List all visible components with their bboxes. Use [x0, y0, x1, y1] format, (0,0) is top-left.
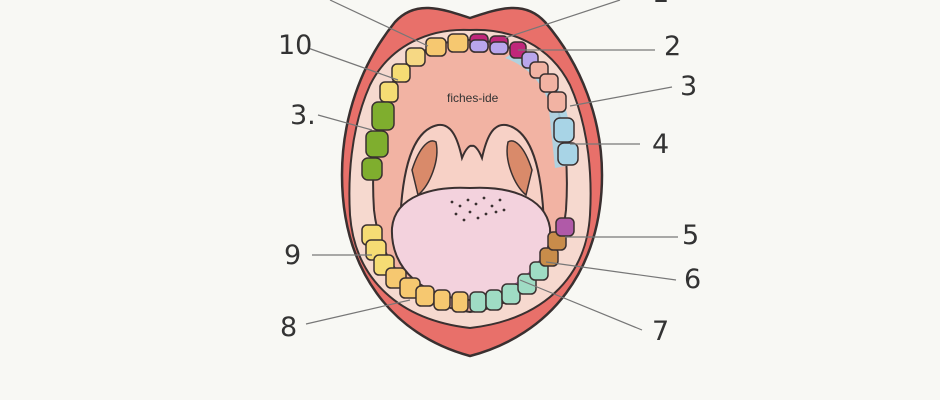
- tongue-papillae: [450, 196, 506, 222]
- label-1: 1: [652, 0, 669, 9]
- label-3-right: 3: [680, 71, 697, 102]
- label-8: 8: [280, 312, 297, 343]
- lower-teeth: [361, 217, 575, 313]
- label-5: 5: [682, 220, 699, 251]
- tonsil-right: [506, 140, 533, 197]
- label-2: 2: [664, 31, 681, 62]
- watermark: fiches-ide: [447, 91, 499, 105]
- label-6: 6: [684, 264, 701, 295]
- label-10: 10: [278, 30, 312, 61]
- label-3-left: 3.: [290, 100, 316, 131]
- label-9: 9: [284, 240, 301, 271]
- label-7: 7: [652, 316, 669, 347]
- label-4: 4: [652, 129, 669, 160]
- leader-lines: [305, 0, 678, 331]
- upper-teeth: [361, 33, 579, 181]
- tonsil-left: [411, 140, 438, 197]
